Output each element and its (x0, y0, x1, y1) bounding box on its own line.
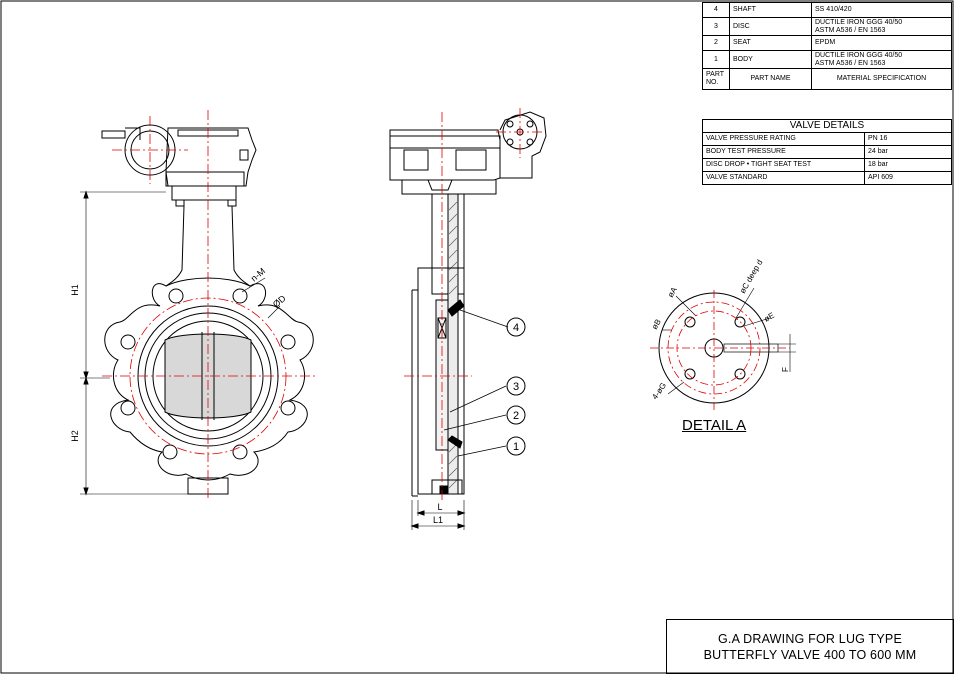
detail-value: 24 bar (864, 145, 952, 159)
dim-h2-label: H2 (70, 430, 80, 442)
balloon-4-label: 4 (513, 322, 519, 334)
side-view (389, 111, 547, 530)
part-material: EPDM (811, 35, 952, 51)
detail-a-view (658, 287, 796, 404)
detail-a-title: DETAIL A (682, 417, 747, 434)
detail-centerlines (650, 290, 790, 410)
table-header-row: PART NO. PART NAME MATERIAL SPECIFICATIO… (702, 68, 952, 90)
detail-label: VALVE PRESSURE RATING (702, 132, 865, 146)
table-row: 4 SHAFT SS 410/420 (702, 2, 952, 18)
part-no: 3 (702, 17, 730, 36)
balloon-2 (506, 405, 526, 425)
table-row: VALVE PRESSURE RATING PN 16 (702, 132, 952, 146)
header-part-name: PART NAME (729, 68, 812, 90)
table-row: 2 SEAT EPDM (702, 35, 952, 51)
part-name: SHAFT (729, 2, 812, 18)
valve-details-title: VALVE DETAILS (702, 119, 952, 133)
detail-label: BODY TEST PRESSURE (702, 145, 865, 159)
part-no: 4 (702, 2, 730, 18)
dim-h1-label: H1 (70, 284, 80, 296)
table-row: DISC DROP • TIGHT SEAT TEST 18 bar (702, 158, 952, 172)
gearbox-side (389, 111, 547, 195)
balloon-1 (506, 436, 526, 456)
part-name: SEAT (729, 35, 812, 51)
title-line-2: BUTTERFLY VALVE 400 TO 600 MM (703, 647, 917, 662)
part-name: DISC (729, 17, 812, 36)
part-name: BODY (729, 50, 812, 69)
detail-label: VALVE STANDARD (702, 171, 865, 185)
dim-l-label: L (437, 502, 442, 512)
table-row: 3 DISC DUCTILE IRON GGG 40/50 ASTM A536 … (702, 17, 952, 36)
part-material: DUCTILE IRON GGG 40/50 ASTM A536 / EN 15… (811, 17, 952, 36)
table-row: VALVE STANDARD API 609 (702, 171, 952, 185)
lug-bolt-holes (120, 288, 296, 460)
dim-l1-label: L1 (433, 515, 443, 525)
part-material: SS 410/420 (811, 2, 952, 18)
gearbox-front (101, 124, 257, 207)
balloon-1-label: 1 (513, 441, 519, 453)
balloon-4 (506, 317, 526, 337)
part-material: DUCTILE IRON GGG 40/50 ASTM A536 / EN 15… (811, 50, 952, 69)
table-row: 1 BODY DUCTILE IRON GGG 40/50 ASTM A536 … (702, 50, 952, 69)
detail-value: PN 16 (864, 132, 952, 146)
detail-value: 18 bar (864, 158, 952, 172)
label-detail-a-f: F (781, 367, 790, 372)
label-detail-a-e: øE (763, 311, 776, 324)
part-no: 2 (702, 35, 730, 51)
part-no: 1 (702, 50, 730, 69)
header-part-no: PART NO. (702, 68, 730, 90)
title-block: G.A DRAWING FOR LUG TYPE BUTTERFLY VALVE… (666, 619, 954, 674)
detail-value: API 609 (864, 171, 952, 185)
label-detail-a-b: øB (650, 318, 663, 331)
label-od: ØD (271, 293, 288, 310)
table-row: BODY TEST PRESSURE 24 bar (702, 145, 952, 159)
front-view (80, 124, 314, 496)
label-n-m: n-M (249, 266, 267, 284)
label-detail-a-g: 4-øG (650, 381, 668, 401)
header-material: MATERIAL SPECIFICATION (811, 68, 952, 90)
parts-list-table: 4 SHAFT SS 410/420 3 DISC DUCTILE IRON G… (702, 2, 952, 90)
label-detail-a-c: øC deep d (738, 258, 764, 295)
front-centerlines (102, 110, 318, 500)
valve-details-table: VALVE DETAILS VALVE PRESSURE RATING PN 1… (702, 119, 952, 185)
side-centerlines (404, 108, 544, 500)
balloon-3 (506, 376, 526, 396)
body-section-hatch (448, 201, 458, 489)
detail-label: DISC DROP • TIGHT SEAT TEST (702, 158, 865, 172)
title-line-1: G.A DRAWING FOR LUG TYPE (718, 631, 902, 646)
balloon-2-label: 2 (513, 410, 519, 422)
balloon-3-label: 3 (513, 381, 519, 393)
